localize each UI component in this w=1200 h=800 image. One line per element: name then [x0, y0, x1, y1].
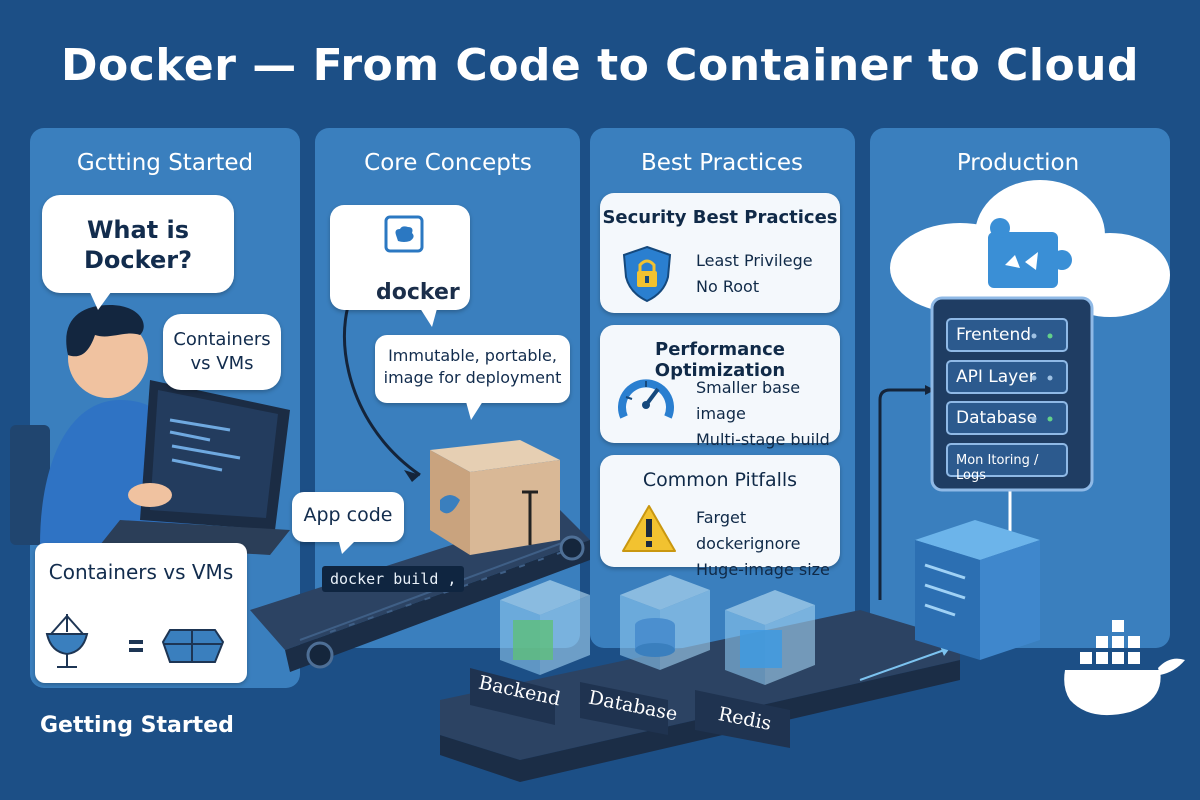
status-dots-icon: [1031, 375, 1053, 381]
developer-illustration: [10, 305, 290, 555]
docker-whale-logo-icon: [1064, 620, 1185, 716]
column-heading-production: Production: [956, 150, 1080, 176]
bubble-tail: [88, 288, 114, 310]
stack-item-api-layer: API Layer: [946, 360, 1068, 394]
panel-security: Security Best Practices Least Privilege …: [600, 193, 840, 313]
command-docker-build: docker build ,: [322, 566, 465, 592]
docker-logo-icon: [384, 215, 424, 253]
panel-performance-title: Performance Optimization: [654, 339, 786, 381]
column-heading-best-practices: Best Practices: [640, 150, 804, 176]
server-box-icon: [915, 520, 1040, 660]
card-title: Containers vs VMs: [48, 560, 234, 584]
vm-vs-container-icon: [45, 614, 225, 668]
stack-item-database: Database: [946, 401, 1068, 435]
bubble-containers-vs-vms: Containers vs VMs: [163, 314, 281, 390]
bubble-immutable-image: Immutable, portable, image for deploymen…: [375, 335, 570, 403]
panel-pitfalls: Common Pitfalls Farget dockerignore Huge…: [600, 455, 840, 579]
stack-label: API Layer: [956, 367, 1036, 387]
bubble-tail: [338, 538, 358, 554]
docker-logo-text: docker: [376, 280, 460, 305]
container-cube-database: [620, 575, 710, 670]
performance-line: Smaller base image: [696, 378, 801, 423]
bubble-app-code: App code: [292, 492, 404, 542]
panel-security-title: Security Best Practices: [602, 207, 838, 228]
panel-pitfalls-title: Common Pitfalls: [642, 469, 798, 491]
bubble-tail: [418, 305, 438, 327]
bubble-tail: [465, 398, 485, 420]
container-cube-redis: [725, 590, 815, 685]
stack-label: Frentend: [956, 325, 1032, 345]
gauge-icon: [618, 379, 674, 419]
panel-pitfalls-lines: Farget dockerignore Huge-image size: [696, 505, 840, 583]
stack-item-monitoring: Mon Itoring / Logs: [946, 443, 1068, 483]
stack-item-frontend: Frentend: [946, 318, 1068, 352]
stack-label: Database: [956, 408, 1038, 428]
status-dots-icon: [1031, 333, 1053, 339]
column-heading-getting-started: Gctting Started: [76, 150, 254, 176]
security-line: No Root: [696, 277, 760, 296]
shield-lock-icon: [622, 245, 672, 303]
footer-label-getting-started: Getting Started: [40, 713, 234, 738]
bubble-what-is-docker: What is Docker?: [42, 195, 234, 293]
panel-performance: Performance Optimization Smaller base im…: [600, 325, 840, 449]
page-title: Docker — From Code to Container to Cloud: [60, 40, 1140, 91]
pitfall-line: Farget dockerignore: [696, 508, 801, 553]
performance-line: Multi-stage build: [696, 430, 830, 449]
panel-security-lines: Least Privilege No Root: [696, 248, 813, 300]
column-heading-core-concepts: Core Concepts: [364, 150, 532, 176]
security-line: Least Privilege: [696, 251, 813, 270]
status-dots-icon: [1031, 416, 1053, 422]
container-cube-backend: [500, 580, 590, 675]
docker-image-box: [430, 440, 560, 555]
warning-icon: [622, 505, 676, 552]
pitfall-line: Huge-image size: [696, 560, 830, 579]
panel-performance-lines: Smaller base image Multi-stage build: [696, 375, 840, 453]
